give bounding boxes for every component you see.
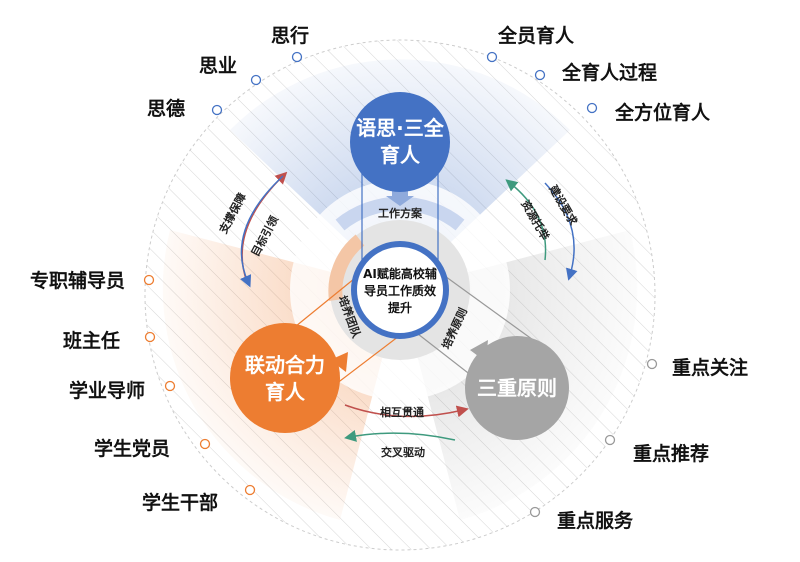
- blue-node-label: 育人: [380, 143, 421, 167]
- outer-label: 学业导师: [69, 379, 145, 402]
- mutual-label: 相互贯通: [380, 405, 424, 419]
- cross-label: 交叉驱动: [381, 445, 425, 459]
- mutual-arrow: [344, 404, 469, 418]
- outer-label: 专职辅导员: [30, 269, 125, 292]
- outer-dashed-ring: [144, 39, 656, 551]
- center-label: 提升: [388, 300, 412, 315]
- outer-label: 重点关注: [672, 356, 748, 379]
- outer-label: 思行: [271, 24, 309, 47]
- outer-label: 学生党员: [94, 437, 170, 460]
- down-arrow-icon: [386, 190, 414, 206]
- center-label: 导员工作质效: [364, 283, 437, 298]
- orange-node: [230, 323, 340, 433]
- gray-node-label: 三重原则: [477, 376, 557, 400]
- resource-arrow: [505, 179, 547, 261]
- center-label: AI赋能高校辅: [363, 266, 437, 281]
- goal-arrow: [240, 175, 284, 288]
- gray-node: [465, 336, 569, 440]
- outer-label: 学生干部: [142, 491, 218, 514]
- team-arc: [328, 234, 365, 301]
- blue-node-label: 语思·三全: [356, 116, 445, 140]
- outer-label: 全员育人: [497, 24, 575, 47]
- build-arrow: [544, 182, 578, 281]
- outer-label: 重点推荐: [633, 442, 709, 465]
- outer-label: 思业: [199, 55, 237, 77]
- center-circle: [351, 241, 449, 339]
- cross-arrow: [344, 430, 456, 442]
- plan-label: 工作方案: [378, 206, 423, 220]
- orange-node-label: 联动合力: [245, 353, 325, 377]
- outer-label: 重点服务: [557, 509, 634, 532]
- outer-label: 班主任: [63, 329, 120, 352]
- blue-node: [350, 92, 450, 192]
- outer-label: 全方位育人: [614, 101, 711, 124]
- outer-label: 思德: [147, 97, 185, 120]
- outer-label: 全育人过程: [561, 61, 657, 84]
- orange-node-label: 育人: [265, 380, 306, 404]
